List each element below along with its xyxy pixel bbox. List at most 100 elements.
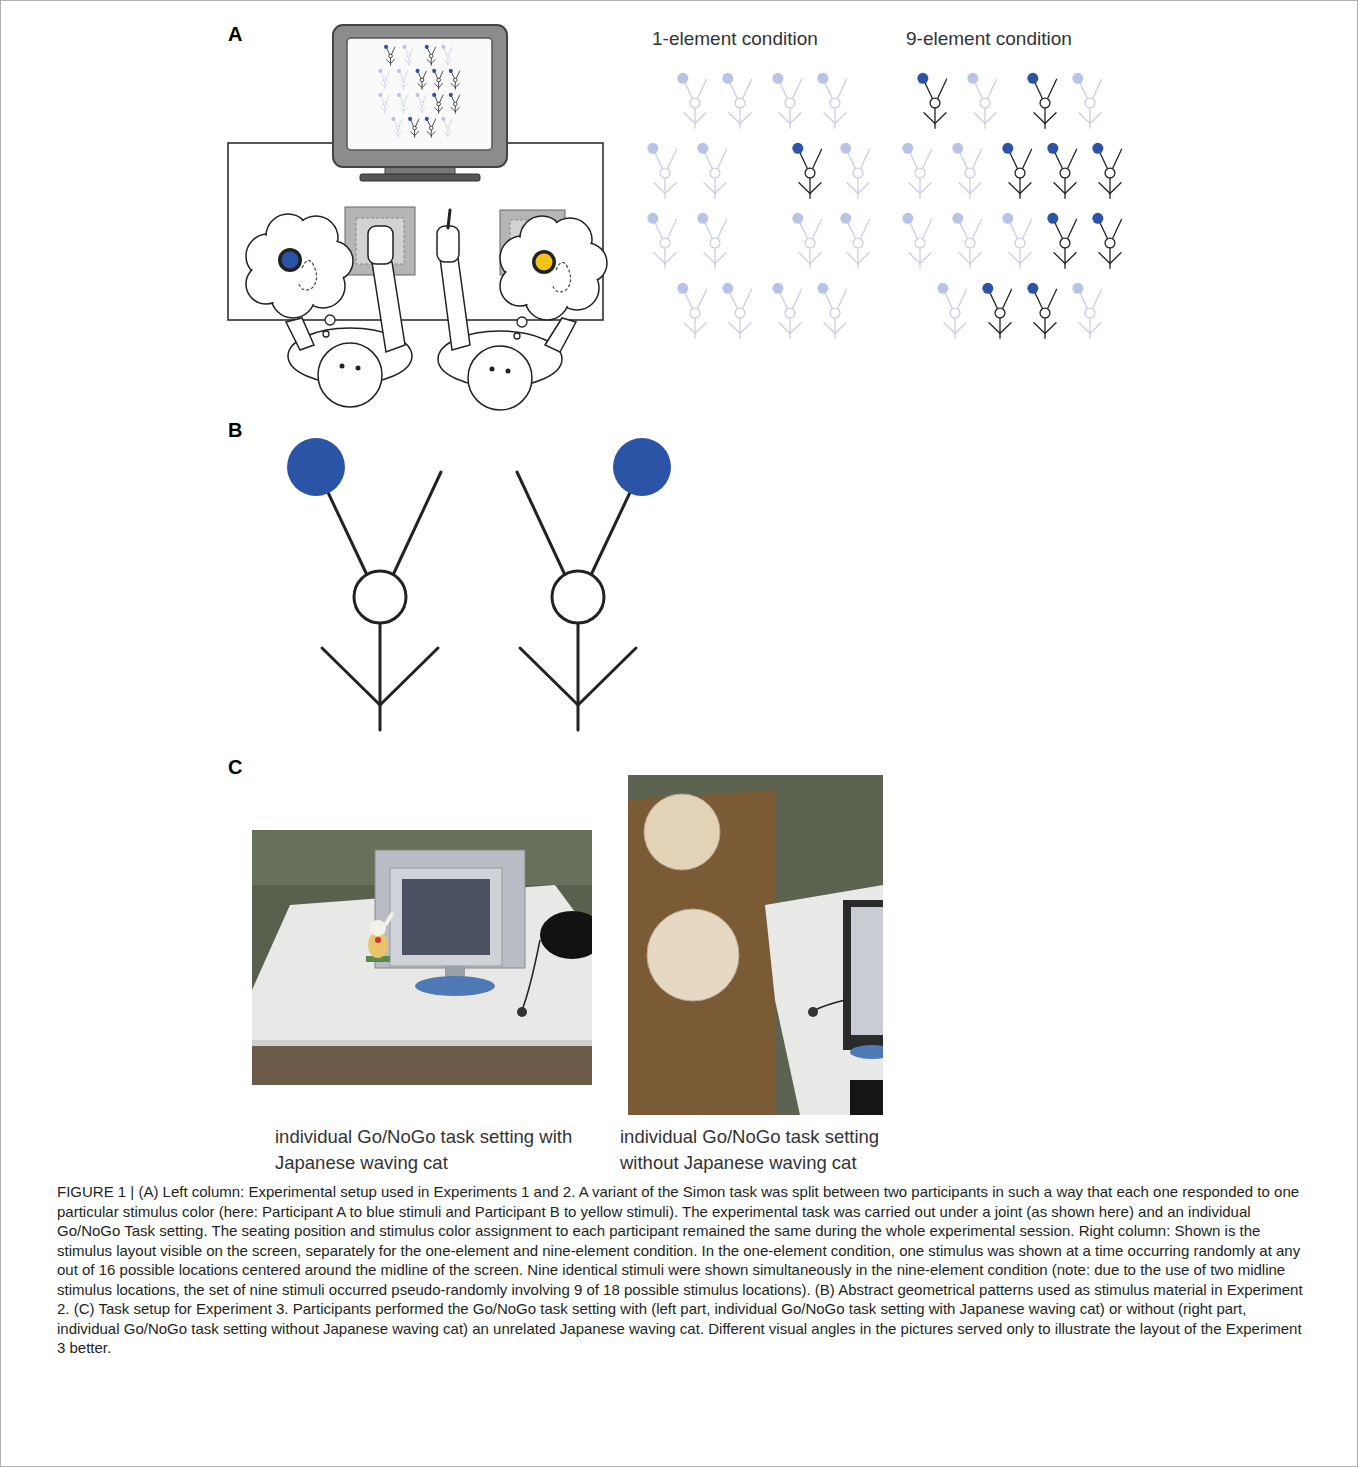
panel-letter: B	[228, 418, 242, 442]
figure-line	[740, 113, 751, 124]
figure-line	[790, 113, 801, 124]
figure-line	[451, 84, 455, 88]
figure-line	[456, 95, 459, 102]
figure-head	[1015, 168, 1025, 178]
stimulus-figure	[403, 45, 414, 65]
figure-line	[1002, 289, 1011, 309]
figure-line	[385, 82, 386, 89]
figure-line	[439, 108, 443, 112]
stimulus-figure	[697, 213, 726, 268]
participant-head	[468, 346, 532, 410]
figure-line	[1000, 323, 1011, 334]
figure-line	[455, 84, 459, 88]
figure-line	[398, 132, 402, 136]
participant-eye	[340, 364, 345, 369]
stimulus-figure	[415, 69, 426, 89]
photo-monitor-back	[375, 850, 525, 968]
figure-ball	[697, 213, 708, 224]
figure-line	[1079, 113, 1090, 124]
stimulus-figure	[952, 213, 981, 268]
figure-ball	[647, 143, 658, 154]
figure-line	[1065, 253, 1076, 264]
figure-line	[416, 119, 419, 126]
photo-caption: individual Go/NoGo task setting without …	[620, 1124, 922, 1176]
figure-line	[1064, 248, 1065, 268]
figure-head	[710, 238, 720, 248]
stimulus-figure	[1092, 143, 1121, 198]
figure-line	[399, 119, 402, 126]
participant-head	[318, 343, 382, 407]
figure-line	[447, 58, 448, 65]
desk	[228, 143, 603, 320]
figure-ball	[677, 73, 688, 84]
figure-ball	[1002, 213, 1013, 224]
figure-line	[444, 132, 448, 136]
figure-line	[715, 253, 726, 264]
figure-line	[739, 318, 740, 338]
figure-line	[1054, 253, 1065, 264]
figure-line	[972, 219, 981, 239]
stimulus-figure	[817, 73, 846, 128]
photo-cable	[815, 1000, 845, 1010]
figure-head	[389, 54, 393, 58]
figure-line	[1022, 219, 1031, 239]
figure-line	[520, 648, 578, 705]
figure-head	[980, 98, 990, 108]
figure-line	[969, 178, 970, 198]
figure-line	[431, 130, 432, 137]
figure-ball	[722, 283, 733, 294]
pointing-finger	[448, 210, 450, 228]
stimulus-figure	[792, 213, 821, 268]
photo-button	[517, 1007, 527, 1017]
figure-line	[717, 219, 726, 239]
figure-head	[402, 102, 406, 106]
figure-line	[924, 113, 935, 124]
figure-line	[409, 60, 413, 64]
figure-line	[1065, 183, 1076, 194]
figure-line	[397, 130, 398, 137]
photo-monitor-screen	[402, 879, 490, 955]
figure-ball	[378, 69, 382, 73]
figure-head	[437, 102, 441, 106]
figure-line	[385, 84, 389, 88]
figure-line	[440, 71, 443, 78]
figure-line	[422, 108, 426, 112]
figure-line	[824, 113, 835, 124]
photo-cat-bell	[375, 937, 381, 943]
photo-with-cat	[252, 830, 592, 1085]
stimulus-grids	[647, 73, 1121, 338]
figure-line	[1109, 248, 1110, 268]
stimulus-figure	[722, 283, 751, 338]
figure-line	[837, 289, 846, 309]
figure-line	[857, 178, 858, 198]
figure-ball	[391, 117, 395, 121]
stimulus-figure	[902, 143, 931, 198]
figure-line	[1112, 219, 1121, 239]
figure-head	[453, 102, 457, 106]
figure-line	[404, 84, 408, 88]
participant-eye	[356, 366, 361, 371]
figure-line	[435, 108, 439, 112]
figure-head	[396, 126, 400, 130]
figure-line	[957, 289, 966, 309]
figure-line	[403, 82, 404, 89]
figure-head	[660, 168, 670, 178]
figure-head	[1040, 308, 1050, 318]
stimulus-figure	[441, 45, 452, 65]
stimulus-figure	[1002, 213, 1031, 268]
figure-line	[411, 132, 415, 136]
figure-ball	[378, 93, 382, 97]
figure-line	[684, 323, 695, 334]
stimulus-figure	[408, 117, 419, 137]
figure-line	[974, 113, 985, 124]
figure-line	[1034, 323, 1045, 334]
figure-line	[1047, 79, 1056, 99]
figure-line	[792, 79, 801, 99]
figure-line	[1044, 318, 1045, 338]
response-key	[356, 218, 404, 264]
figure-head	[1105, 168, 1115, 178]
figure-head	[552, 571, 604, 623]
stimulus-figure	[967, 73, 996, 128]
figure-ball	[403, 45, 407, 49]
stimulus-figure	[1002, 143, 1031, 198]
